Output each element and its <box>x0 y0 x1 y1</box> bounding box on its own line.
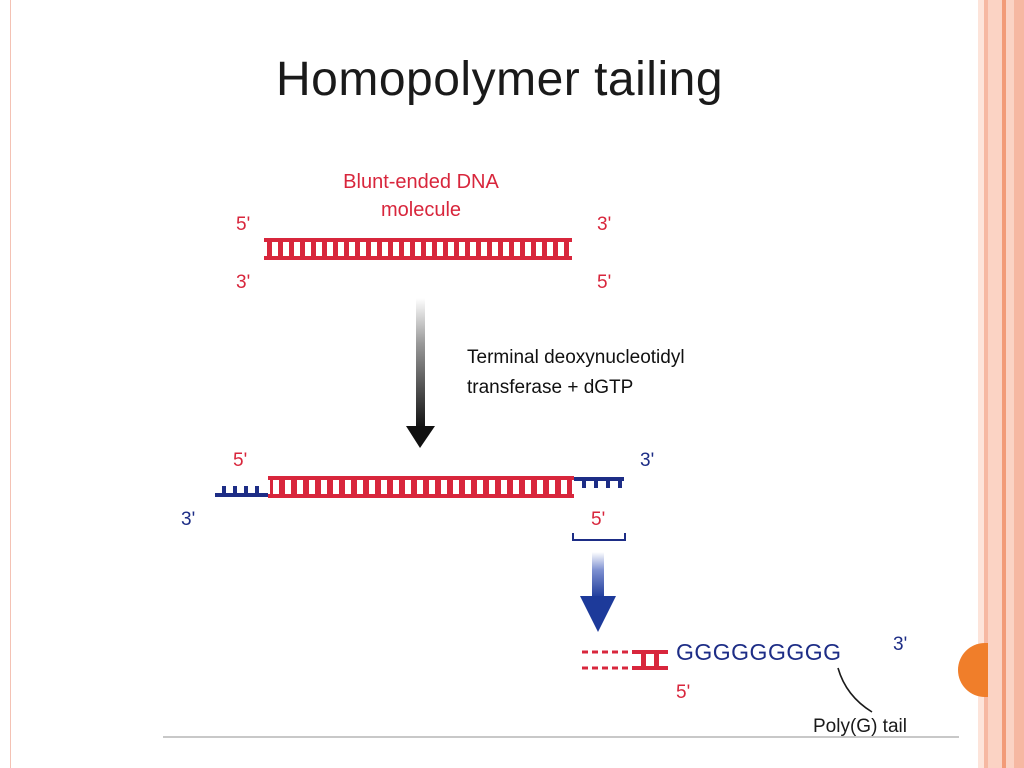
bottom-3-prime: 3' <box>893 634 907 655</box>
bottom-5-prime: 5' <box>676 682 690 703</box>
tailed-dna-molecule <box>215 476 624 498</box>
top-left-5-prime: 5' <box>236 214 250 235</box>
tail-bracket <box>572 533 626 541</box>
mid-right-5-prime: 5' <box>591 509 605 530</box>
black-down-arrow <box>406 298 435 448</box>
enzyme-label-line2: transferase + dGTP <box>467 377 633 398</box>
mid-right-3-prime: 3' <box>640 450 654 471</box>
slide-title: Homopolymer tailing <box>276 53 724 106</box>
mid-left-3-prime: 3' <box>181 509 195 530</box>
left-frame-border <box>0 0 11 768</box>
enzyme-label-line1: Terminal deoxynucleotidyl <box>467 347 685 368</box>
zoomed-dna-end <box>582 650 668 670</box>
poly-g-label: Poly(G) tail <box>813 716 907 737</box>
right-decorative-frame <box>978 0 1024 768</box>
blunt-dna-label-line1: Blunt-ended DNA <box>343 171 499 193</box>
mid-left-5-prime: 5' <box>233 450 247 471</box>
blue-down-arrow <box>580 552 616 632</box>
bottom-rule <box>163 736 959 738</box>
top-right-5-prime: 5' <box>597 272 611 293</box>
top-left-3-prime: 3' <box>236 272 250 293</box>
top-right-3-prime: 3' <box>597 214 611 235</box>
poly-g-pointer <box>837 667 873 713</box>
blunt-dna-label-line2: molecule <box>381 199 461 221</box>
blunt-dna-molecule <box>264 238 572 260</box>
g-tail-sequence: GGGGGGGGG <box>676 639 842 665</box>
